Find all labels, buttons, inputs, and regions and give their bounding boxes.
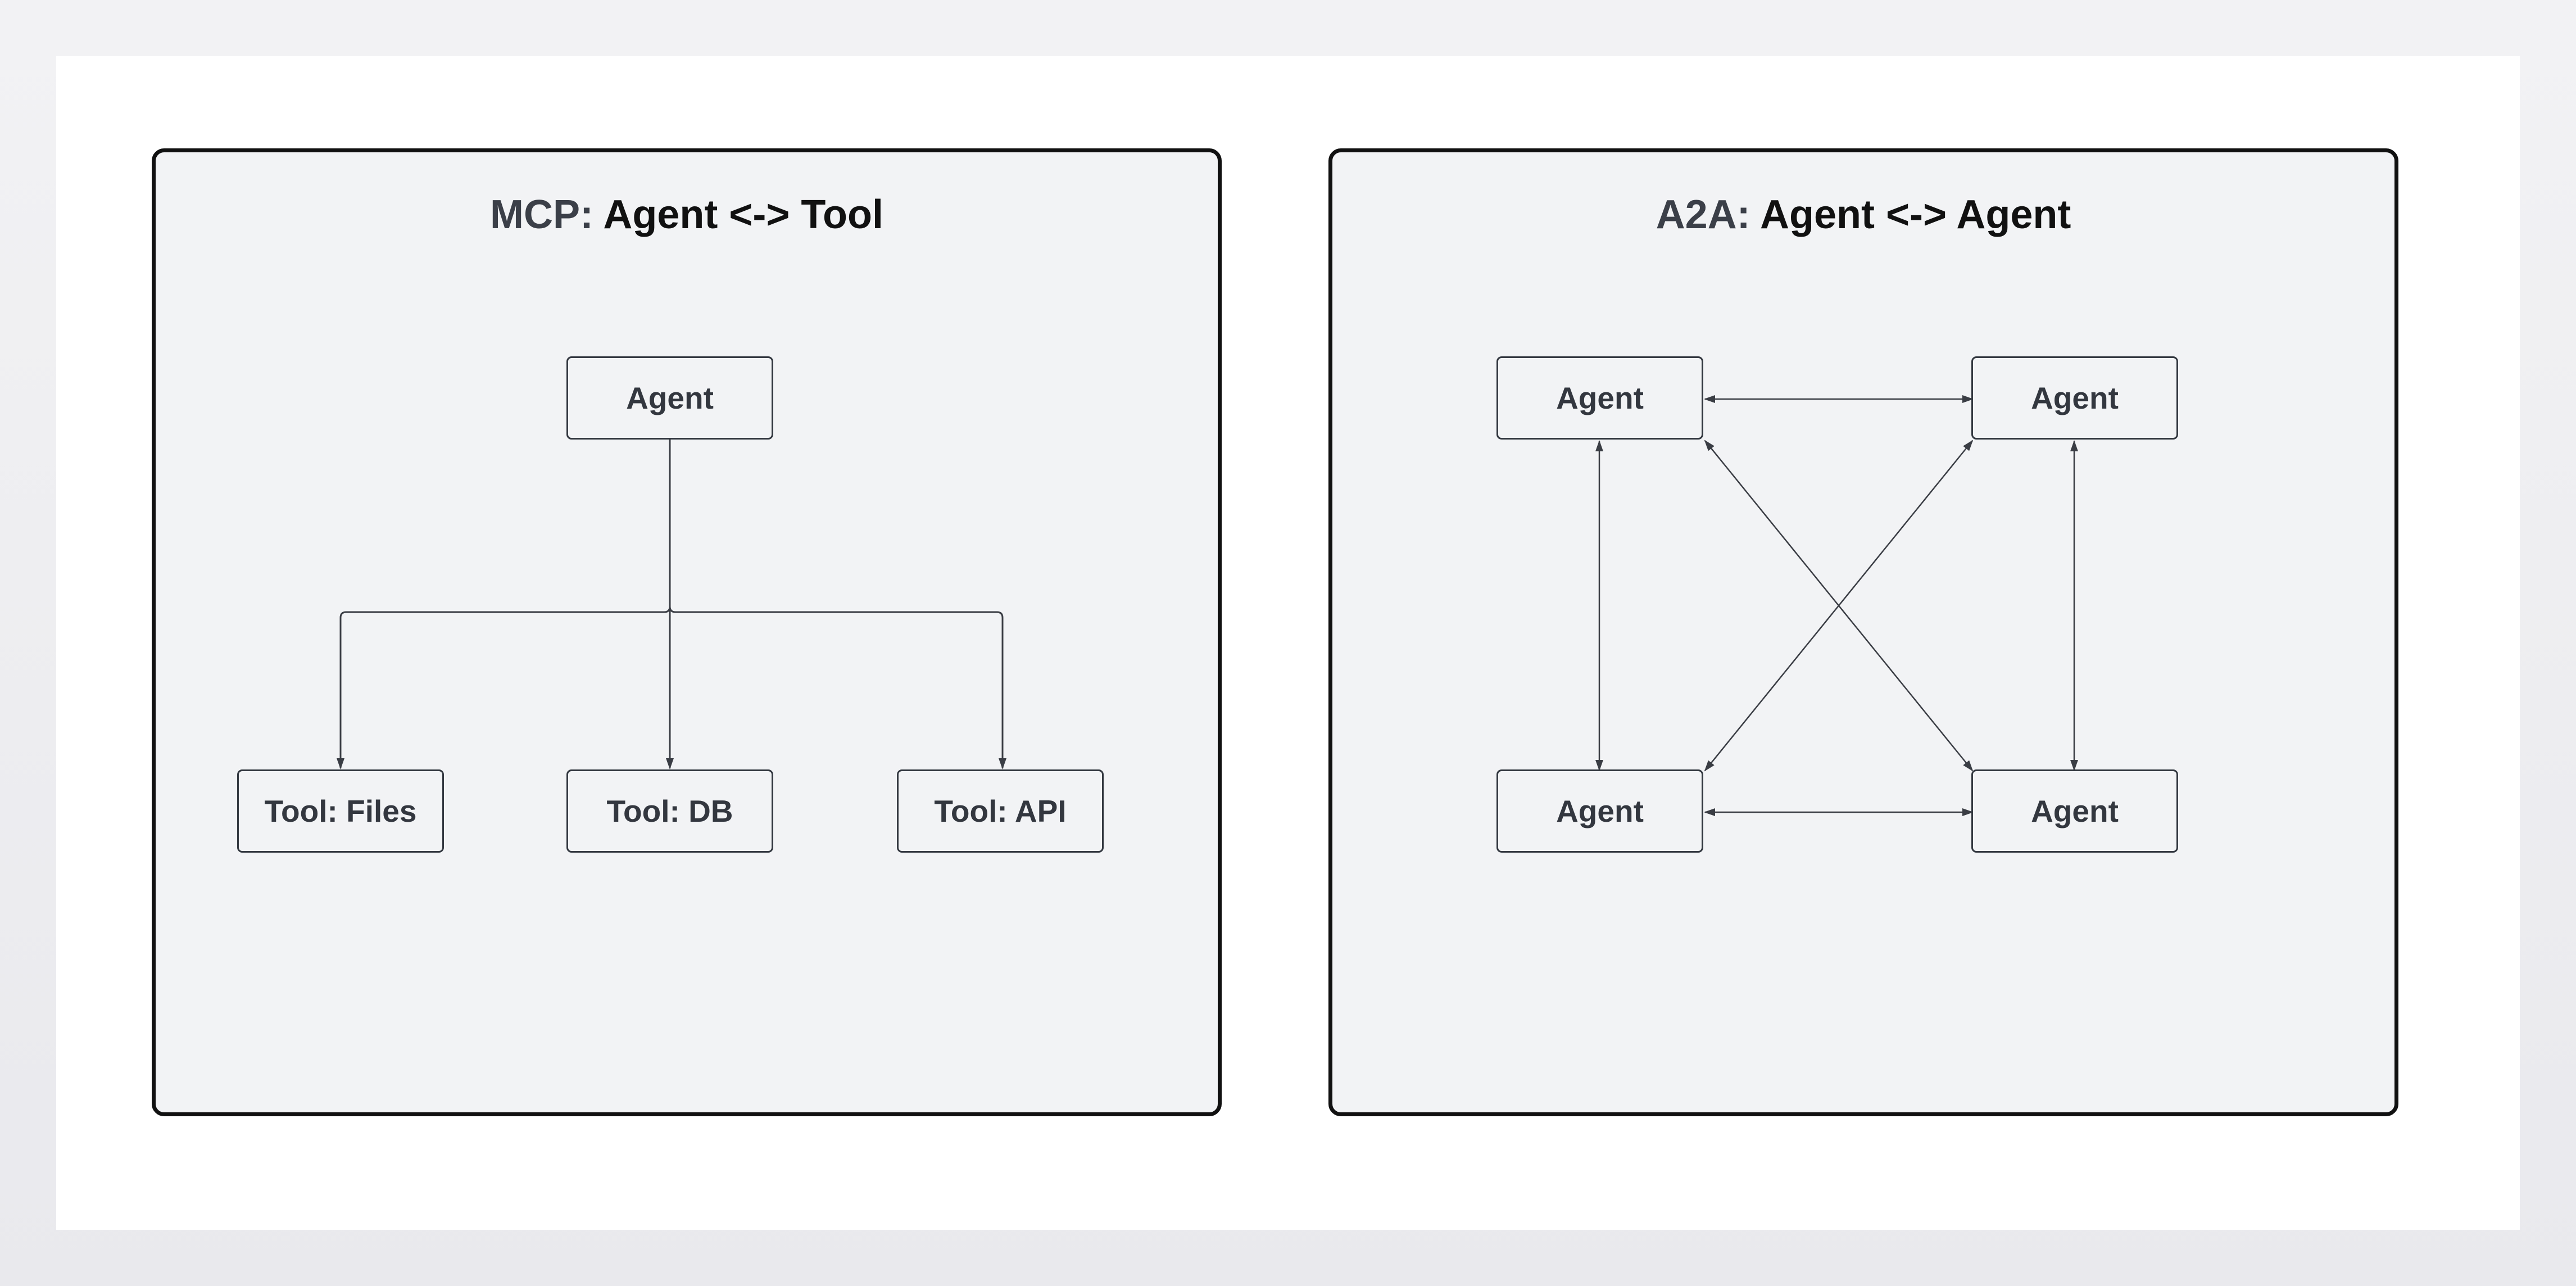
mcp-panel: MCP: Agent <-> Tool Agent Tool: Files To… (152, 148, 1222, 1116)
a2a-connectors (1595, 395, 2078, 816)
tool-api-label: Tool: API (934, 794, 1067, 828)
tool-files-label: Tool: Files (264, 794, 417, 828)
connector-agent-to-files (337, 606, 671, 769)
agent-node-top-right: Agent (1971, 356, 2178, 440)
mcp-title-main: Agent <-> Tool (603, 192, 883, 237)
tool-db-node: Tool: DB (566, 769, 773, 853)
diagram-canvas: MCP: Agent <-> Tool Agent Tool: Files To… (56, 56, 2520, 1230)
a2a-title-main: Agent <-> Agent (1760, 192, 2071, 237)
agent-label: Agent (1556, 794, 1644, 828)
a2a-title: A2A: Agent <-> Agent (1332, 192, 2394, 238)
a2a-panel: A2A: Agent <-> Agent Agent Agent Agent A… (1328, 148, 2398, 1116)
connector-top-right-bottom-left (1704, 440, 1974, 772)
agent-node-bottom-left: Agent (1496, 769, 1703, 853)
mcp-connectors (337, 440, 1006, 769)
connector-agent-to-api (669, 606, 1006, 769)
mcp-title: MCP: Agent <-> Tool (156, 192, 1218, 238)
tool-files-node: Tool: Files (237, 769, 444, 853)
agent-label: Agent (2031, 381, 2119, 415)
agent-node-bottom-right: Agent (1971, 769, 2178, 853)
tool-api-node: Tool: API (897, 769, 1104, 853)
agent-label: Agent (2031, 794, 2119, 828)
agent-node-top-left: Agent (1496, 356, 1703, 440)
mcp-agent-label: Agent (626, 381, 714, 415)
mcp-agent-node: Agent (566, 356, 773, 440)
a2a-title-prefix: A2A: (1656, 192, 1750, 237)
tool-db-label: Tool: DB (606, 794, 733, 828)
agent-label: Agent (1556, 381, 1644, 415)
mcp-title-prefix: MCP: (490, 192, 593, 237)
